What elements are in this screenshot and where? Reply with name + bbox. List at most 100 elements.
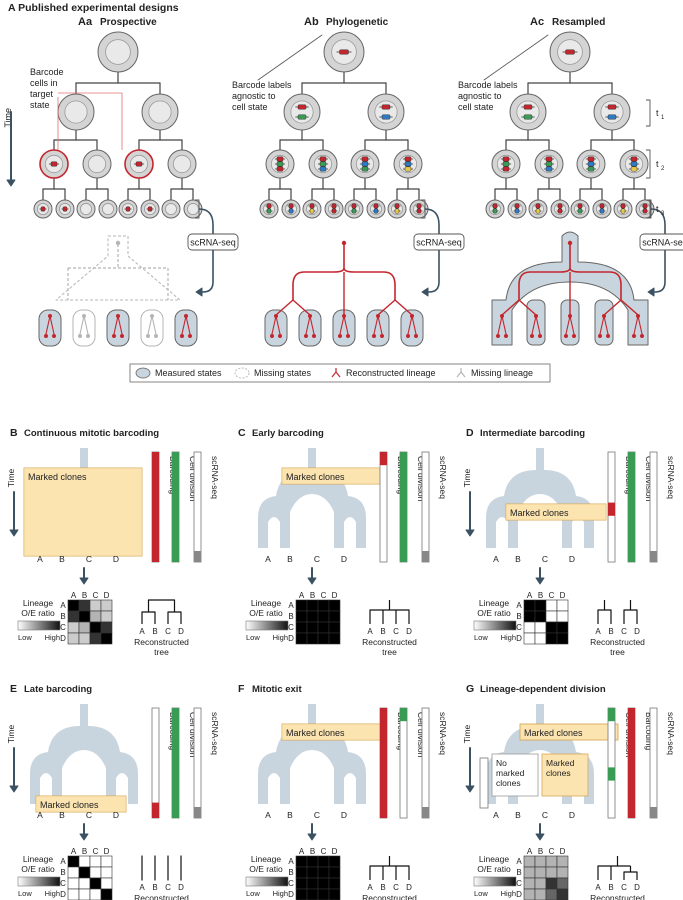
tree-caption-line: tree (154, 647, 169, 657)
leaf-label: B (59, 810, 65, 820)
lineage-root-node (341, 240, 347, 246)
matrix-cell (556, 610, 569, 623)
target-barcode (61, 206, 69, 212)
gen2-barcode (585, 156, 597, 162)
leaf-label: A (265, 810, 271, 820)
matrix-col-label: D (332, 591, 338, 600)
tree-leaf-label: A (367, 883, 373, 892)
result-arrow (307, 567, 317, 585)
matrix-label-line: Lineage (251, 854, 282, 864)
matrix-cell (534, 888, 547, 900)
arrow-head (79, 577, 89, 585)
cell-nucleus (87, 154, 107, 174)
note-aa-line: Barcode (30, 67, 64, 77)
leaf-node (640, 334, 644, 338)
tree-leaf-label: A (139, 627, 145, 636)
matrix-cell (67, 599, 80, 612)
leaf-node (538, 334, 542, 338)
matrix-row-label: D (288, 634, 294, 643)
tree-caption-line: Reconstructed (590, 637, 645, 647)
matrix-cell (89, 621, 102, 634)
seq-flow-line (424, 208, 440, 293)
gen1-cell (283, 93, 321, 131)
marked-clones-label: Marked clones (286, 472, 345, 482)
matrix-cell (67, 877, 80, 890)
leaf-label: A (493, 810, 499, 820)
matrix-cell (545, 632, 558, 645)
target-barcode (39, 206, 47, 212)
lineage-tree-bar (485, 31, 655, 219)
tree-leaf-label: B (608, 883, 613, 892)
schedule-bar (649, 707, 658, 819)
matrix-col-label: A (299, 591, 305, 600)
branch-node (534, 314, 538, 318)
gen3-barcode (513, 208, 521, 214)
leaf-label: D (341, 554, 347, 564)
matrix-col-label: A (71, 591, 77, 600)
branch-node (150, 314, 154, 318)
scale-bar (17, 876, 61, 887)
scrna-seq-text: scRNA-seq (642, 238, 683, 248)
matrix-row-label: C (516, 623, 522, 632)
schedule-fill-red (152, 802, 159, 818)
lineage-silhouette-group (258, 704, 366, 804)
timepoint-label: t (656, 108, 659, 118)
leaf-label: D (341, 810, 347, 820)
matrix-label-line: O/E ratio (477, 608, 511, 618)
matrix-cell (317, 610, 330, 623)
matrix-col-label: A (299, 847, 305, 856)
matrix-col-label: D (560, 847, 566, 856)
matrix-row-label: D (288, 890, 294, 899)
panel-letter: C (238, 427, 246, 439)
leaf-node (504, 334, 508, 338)
arrow-head (465, 529, 475, 537)
arrow-head (535, 833, 545, 841)
matrix-cell (556, 621, 569, 634)
marked-clones-box (519, 723, 619, 741)
gen3-cell (98, 199, 118, 219)
matrix-cell (89, 877, 102, 890)
schedule-bar-label: Cell division (188, 456, 198, 502)
barcode-block (361, 166, 369, 172)
leaf-branch (535, 315, 541, 335)
gen2-barcode (585, 166, 597, 172)
scrna-seq-label-aa: scRNA-seq (187, 233, 239, 251)
matrix-row-label: B (516, 868, 521, 877)
leaf-label: D (113, 554, 119, 564)
gen2-barcode (317, 166, 329, 172)
panel-title: Late barcoding (24, 684, 92, 695)
barcode-block (545, 166, 553, 172)
barcode-block (404, 161, 412, 167)
reconstructed-lineage-phy (264, 240, 424, 347)
matrix-cell (556, 866, 569, 879)
note-leader (58, 92, 123, 150)
scrna-seq-box (413, 233, 465, 251)
leaf-label: B (59, 554, 65, 564)
schedule-fill-green (628, 452, 635, 562)
matrix-cell (306, 877, 319, 890)
leaf-node (414, 334, 418, 338)
matrix-label-line: O/E ratio (477, 864, 511, 874)
tree-caption-line: tree (382, 647, 397, 657)
seq-flow-arrowhead (647, 287, 655, 297)
leaf-label: C (314, 554, 320, 564)
tree-connectors (42, 71, 194, 201)
barcode-block (276, 166, 284, 172)
barcode-block (492, 208, 498, 214)
schedule-bar-label: Barcoding (644, 712, 654, 751)
result-arrow (535, 567, 545, 585)
matrix-cell (523, 888, 536, 900)
leaf-branch (411, 315, 417, 335)
matrix-cell (534, 866, 547, 879)
arrow-head (9, 529, 19, 537)
leaf-node (380, 334, 384, 338)
gen2-barcode (402, 156, 414, 162)
subpanel-tag-ab: Ab (304, 16, 319, 28)
gen1-cell (57, 93, 95, 131)
schedule-fill-grey (194, 807, 201, 818)
matrix-cell (78, 866, 91, 879)
leaf-node (496, 334, 500, 338)
leaf-node (154, 334, 158, 338)
leaf-node (372, 334, 376, 338)
